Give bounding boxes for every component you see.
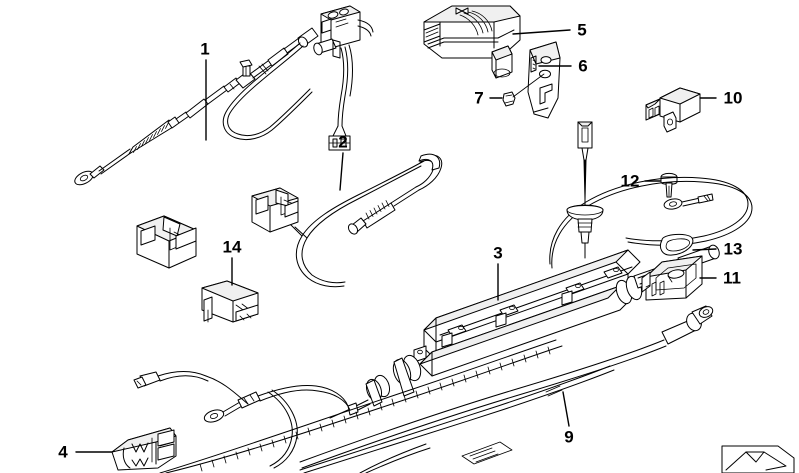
callout-label-12[interactable]: 12 bbox=[620, 171, 640, 191]
vertical-release-cable bbox=[566, 121, 604, 259]
part-10-microswitch-housing bbox=[645, 87, 701, 133]
part-12-cap-nut-fastener bbox=[660, 172, 678, 198]
part-1-bowden-cable-assembly-long bbox=[74, 5, 374, 186]
callout-label-1[interactable]: 1 bbox=[200, 39, 210, 59]
part-14-cable-guide-cap bbox=[201, 280, 259, 323]
callout-label-10[interactable]: 10 bbox=[723, 88, 743, 108]
callout-label-6[interactable]: 6 bbox=[578, 56, 588, 76]
callout-label-4[interactable]: 4 bbox=[58, 442, 68, 462]
part-2-bowden-cable-assembly-short bbox=[251, 153, 443, 288]
callout-label-11[interactable]: 11 bbox=[723, 268, 741, 288]
part-7-grommet-plug bbox=[502, 73, 545, 107]
part-6-mounting-bracket bbox=[527, 41, 561, 119]
part-4-cable-clip-bracket bbox=[111, 427, 177, 471]
callout-label-9[interactable]: 9 bbox=[564, 427, 574, 447]
part-13-oval-seal-gasket bbox=[659, 233, 694, 256]
callout-label-5[interactable]: 5 bbox=[577, 20, 587, 40]
part-8-cable-guide-block bbox=[136, 215, 197, 269]
callout-label-7[interactable]: 7 bbox=[474, 88, 484, 108]
callout-label-13[interactable]: 13 bbox=[723, 239, 743, 259]
callout-leader-lines bbox=[75, 29, 717, 453]
callout-label-14[interactable]: 14 bbox=[222, 237, 242, 257]
part-5-drive-unit-cover bbox=[423, 5, 521, 79]
lamp-harness-assembly bbox=[133, 371, 351, 469]
callout-label-2[interactable]: 2 bbox=[338, 132, 348, 152]
part-11-switch-holder bbox=[641, 255, 703, 301]
part-9-hydraulic-line-pair bbox=[159, 305, 714, 473]
corner-mounting-plate bbox=[721, 445, 795, 473]
callout-label-3[interactable]: 3 bbox=[493, 243, 503, 263]
